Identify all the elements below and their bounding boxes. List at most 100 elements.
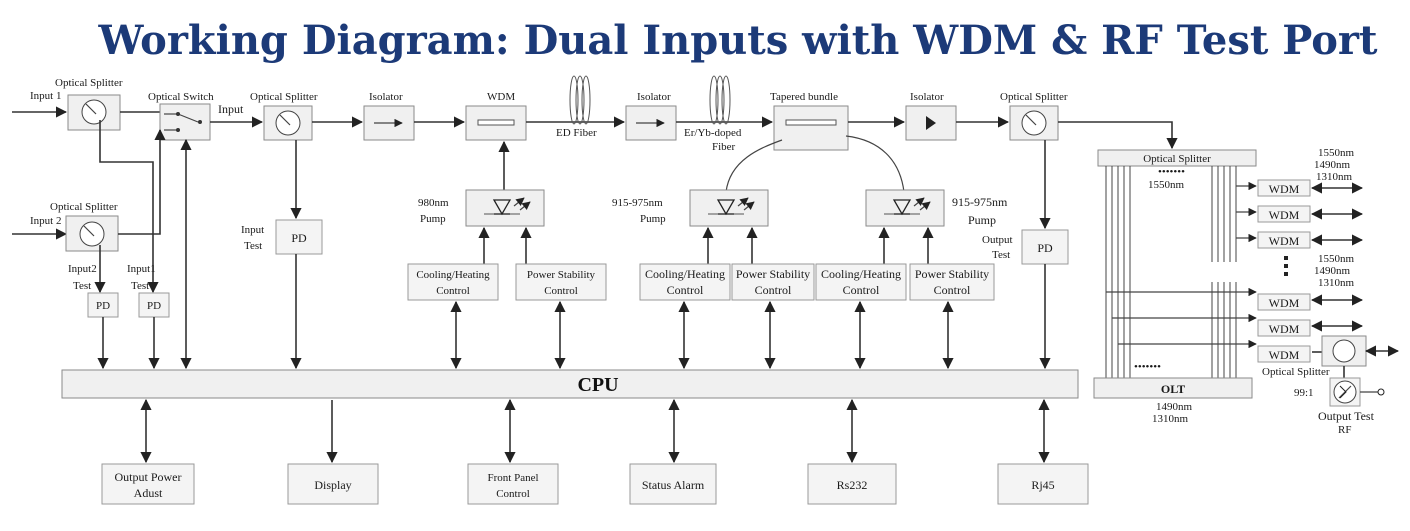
- svg-text:WDM: WDM: [1269, 182, 1300, 196]
- svg-text:Power Stability: Power Stability: [527, 269, 596, 281]
- input1-test-label-1: Input1: [127, 263, 156, 275]
- svg-text:Optical Splitter: Optical Splitter: [1143, 153, 1211, 165]
- svg-text:Power Stability: Power Stability: [915, 267, 989, 281]
- cpu-block: CPU: [61, 369, 1079, 399]
- isolator-1: [363, 105, 415, 141]
- svg-text:Adust: Adust: [134, 486, 163, 500]
- cooling-heating-control-2: Cooling/Heating Control: [639, 263, 731, 301]
- svg-text:OLT: OLT: [1161, 382, 1185, 396]
- cooling-heating-control-1: Cooling/Heating Control: [407, 263, 499, 301]
- front-panel-control-box: Front Panel Control: [467, 463, 559, 505]
- output-test-rf-label: Output Test: [1318, 409, 1375, 423]
- svg-text:PD: PD: [291, 231, 307, 245]
- svg-text:PD: PD: [1037, 241, 1053, 255]
- ed-fiber-coil: [569, 75, 591, 125]
- svg-text:Control: Control: [843, 283, 880, 297]
- input-label: Input: [218, 102, 244, 116]
- input1-pd: PD: [138, 292, 170, 318]
- svg-text:WDM: WDM: [1269, 296, 1300, 310]
- svg-text:Power Stability: Power Stability: [736, 267, 810, 281]
- wl-top-1310: 1310nm: [1316, 171, 1353, 183]
- svg-text:WDM: WDM: [1269, 234, 1300, 248]
- tapered-bundle-label: Tapered bundle: [770, 91, 838, 103]
- input-2-label: Input 2: [30, 215, 61, 227]
- svg-text:Display: Display: [314, 478, 351, 492]
- rf-splitter-label: Optical Splitter: [1262, 366, 1330, 378]
- status-alarm-box: Status Alarm: [629, 463, 717, 505]
- svg-text:Cooling/Heating: Cooling/Heating: [645, 267, 725, 281]
- optical-splitter-3: [263, 105, 313, 141]
- output-test-label-2: Test: [992, 249, 1010, 261]
- wdm-unit-3: WDM: [1257, 231, 1311, 249]
- svg-text:Control: Control: [755, 283, 792, 297]
- wl-mid-1490: 1490nm: [1314, 265, 1351, 277]
- svg-text:CPU: CPU: [577, 374, 618, 396]
- wdm-unit-1: WDM: [1257, 179, 1311, 197]
- svg-text:Control: Control: [934, 283, 971, 297]
- splitter-2-label: Optical Splitter: [50, 201, 118, 213]
- optical-splitter-1: [67, 94, 121, 131]
- input1-test-label-2: Test: [131, 280, 149, 292]
- splitter2-to-switch: [118, 128, 166, 235]
- svg-text:WDM: WDM: [1269, 322, 1300, 336]
- splitter4-to-output-splitter: [1058, 121, 1178, 150]
- output-optical-splitter: Optical Splitter: [1097, 149, 1257, 167]
- output-power-adjust-box: Output Power Adust: [101, 463, 195, 505]
- pump915a-label-2: Pump: [640, 213, 666, 225]
- svg-text:Rj45: Rj45: [1031, 478, 1054, 492]
- input-test-label-2: Test: [244, 240, 262, 252]
- svg-text:WDM: WDM: [1269, 348, 1300, 362]
- svg-text:WDM: WDM: [1269, 208, 1300, 222]
- splitter-dots: •••••••: [1158, 166, 1185, 178]
- svg-text:Output Power: Output Power: [115, 470, 182, 484]
- cooling-heating-control-3: Cooling/Heating Control: [815, 263, 907, 301]
- rs232-box: Rs232: [807, 463, 897, 505]
- wl-mid-1550: 1550nm: [1318, 253, 1355, 265]
- power-stability-control-2: Power Stability Control: [731, 263, 815, 301]
- svg-text:Control: Control: [667, 283, 704, 297]
- olt-block: OLT: [1093, 377, 1253, 399]
- splitter-1550-label: 1550nm: [1148, 179, 1185, 191]
- power-stability-control-1: Power Stability Control: [515, 263, 607, 301]
- er-yb-fiber-coil: [709, 75, 731, 125]
- svg-text:PD: PD: [96, 300, 110, 312]
- er-yb-label-2: Fiber: [712, 141, 736, 153]
- wl-top-1490: 1490nm: [1314, 159, 1351, 171]
- wdm-unit-5: WDM: [1257, 319, 1311, 337]
- olt-wl-1310: 1310nm: [1152, 413, 1189, 425]
- svg-text:Cooling/Heating: Cooling/Heating: [821, 267, 901, 281]
- fiber-bundle-lines: [1105, 166, 1237, 378]
- wdm-dots: [1284, 256, 1288, 276]
- input-test-label-1: Input: [241, 224, 264, 236]
- input-pd: PD: [275, 219, 323, 255]
- isolator-2: [625, 105, 677, 141]
- olt-wl-1490: 1490nm: [1156, 401, 1193, 413]
- pump915-right-feed: [845, 135, 905, 193]
- svg-text:Status Alarm: Status Alarm: [642, 478, 705, 492]
- input2-test-label-2: Test: [73, 280, 91, 292]
- wdm-label: WDM: [487, 91, 515, 103]
- pump-980-laser: [465, 189, 545, 227]
- isolator-3-label: Isolator: [910, 91, 944, 103]
- rj45-box: Rj45: [997, 463, 1089, 505]
- optical-switch: [159, 103, 211, 141]
- input2-test-label-1: Input2: [68, 263, 97, 275]
- ratio-label: 99:1: [1294, 387, 1314, 399]
- splitter-1-label: Optical Splitter: [55, 77, 123, 89]
- output-test-label-1: Output: [982, 234, 1013, 246]
- splitter1-to-input1-pd: [99, 120, 159, 294]
- wl-top-1550: 1550nm: [1318, 147, 1355, 159]
- pump915b-label-2: Pump: [968, 213, 996, 227]
- input2-pd: PD: [87, 292, 119, 318]
- wdm-unit-6: WDM: [1257, 345, 1311, 363]
- isolator-3: [905, 105, 957, 141]
- rf-label: RF: [1338, 424, 1351, 436]
- svg-text:Front Panel: Front Panel: [487, 472, 538, 484]
- rf-optical-splitter: [1321, 335, 1367, 367]
- pump980-label-2: Pump: [420, 213, 446, 225]
- er-yb-label-1: Er/Yb-doped: [684, 127, 742, 139]
- wdm-main: [465, 105, 527, 141]
- optical-splitter-2: [65, 215, 119, 252]
- svg-text:Control: Control: [544, 285, 578, 297]
